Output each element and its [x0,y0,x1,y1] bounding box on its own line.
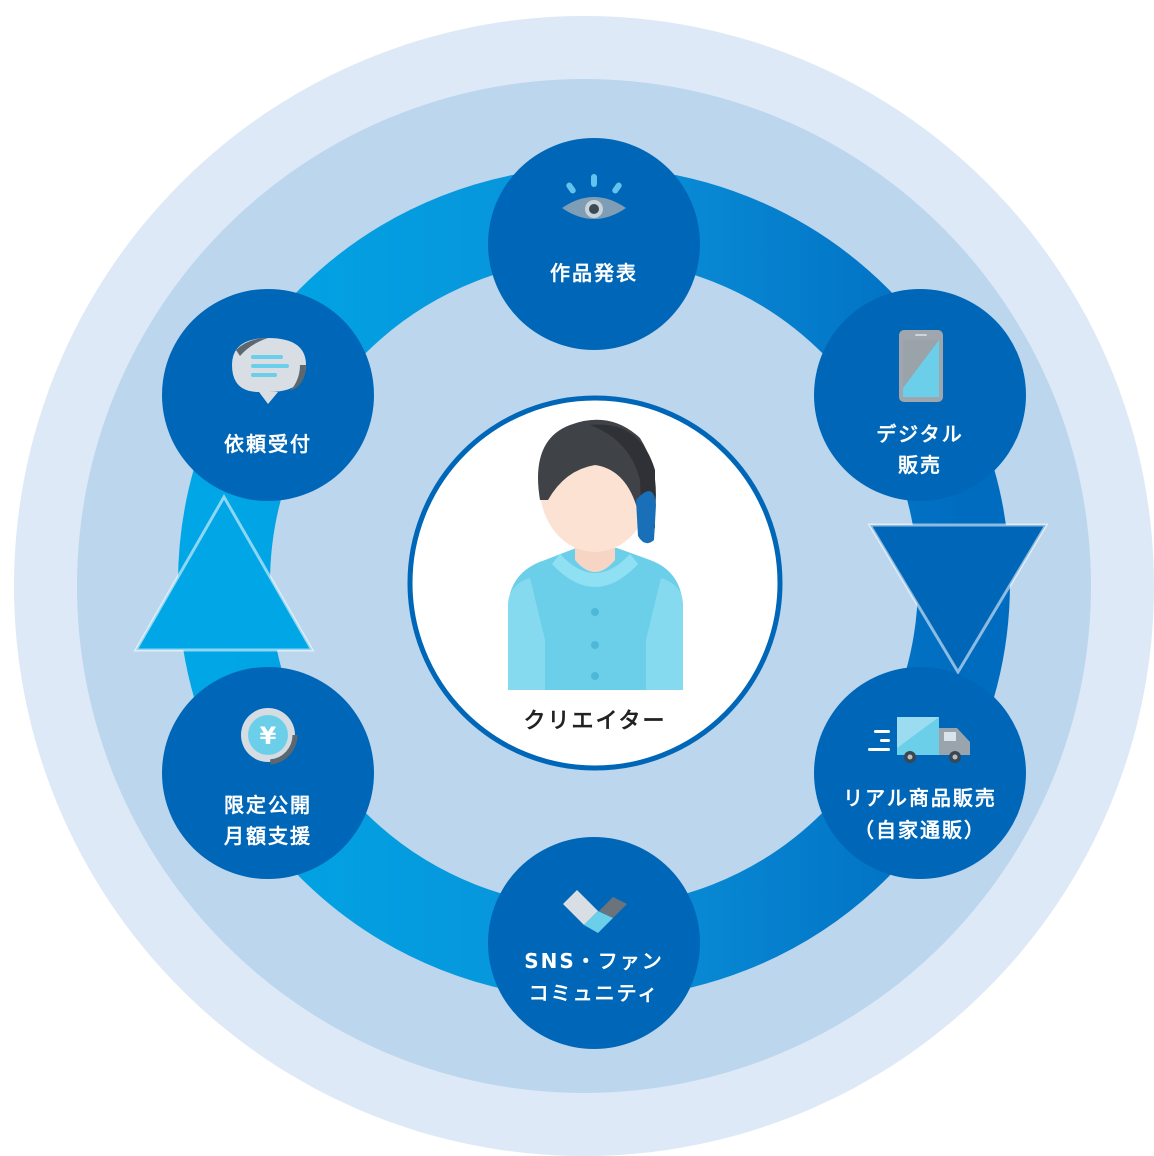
cycle-arrowhead-up [133,493,315,652]
node-label-line: コミュニティ [529,981,660,1005]
node-label-line: SNS・ファン [524,949,664,973]
yen-coin-icon: ¥ [238,705,298,765]
node-label-line: 依頼受付 [224,432,312,456]
node-commission: 依頼受付 [162,289,374,501]
svg-text:¥: ¥ [260,722,277,750]
node-digital: デジタル 販売 [814,289,1026,501]
delivery-truck-icon [868,717,970,763]
eye-icon [562,174,626,219]
node-label-line: デジタル [876,422,964,446]
cycle-arrowhead-down [867,523,1049,675]
creator-center: クリエイター [407,395,783,771]
chat-bubble-icon [232,338,306,404]
node-sns: SNS・ファン コミュニティ [488,837,700,1049]
node-label-line: 作品発表 [550,261,638,285]
node-goods: リアル商品販売 （自家通販） [814,667,1026,879]
node-label-line: 販売 [898,453,942,477]
node-support: ¥ 限定公開 月額支援 [162,667,374,879]
node-publish: 作品発表 [488,138,700,350]
node-label-line: （自家通販） [854,818,986,842]
person-icon [508,419,683,690]
heart-logo-icon [563,890,627,933]
node-label-line: リアル商品販売 [843,786,997,810]
node-circle [814,667,1026,879]
node-label-line: 限定公開 [224,793,312,817]
node-circle [488,138,700,350]
node-circle [488,837,700,1049]
node-label-line: 月額支援 [223,824,312,848]
smartphone-icon [899,330,943,402]
center-label: クリエイター [523,709,666,734]
node-circle [162,667,374,879]
